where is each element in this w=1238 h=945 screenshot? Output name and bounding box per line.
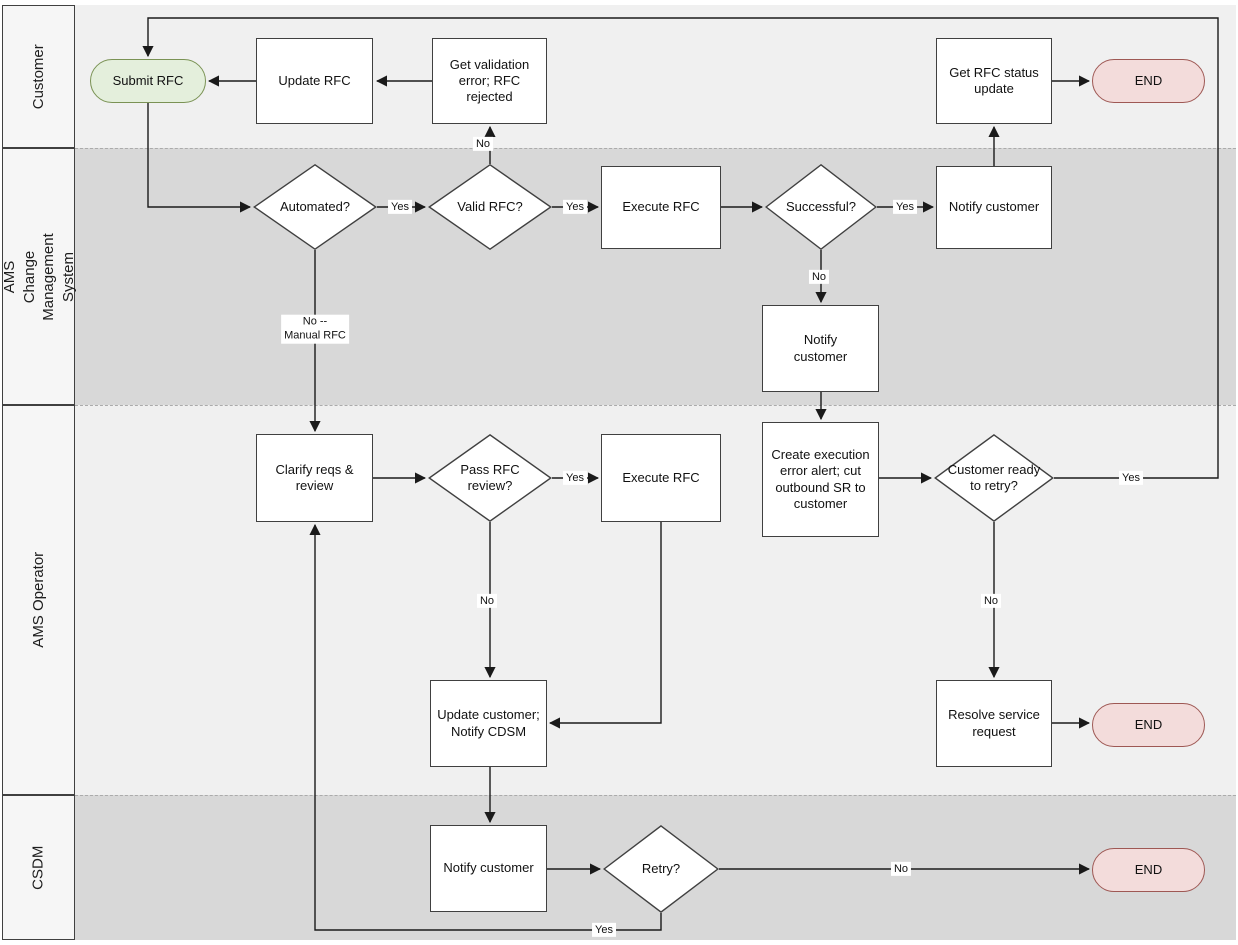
diamond-shape — [428, 164, 552, 250]
lane-header-customer: Customer — [2, 5, 75, 148]
edge-customer-ready-yes-to-submit-rfc — [142, 17, 1219, 479]
diamond-shape — [765, 164, 877, 250]
edge-label-retry-no: No — [890, 861, 912, 877]
node-execute-rfc-manual-label: Execute RFC — [622, 469, 700, 485]
edge-label-successful-no: No — [808, 269, 830, 285]
node-get-validation-error: Get validation error; RFC rejected — [432, 38, 547, 124]
node-end-customer: END — [1092, 59, 1205, 103]
diamond-shape — [934, 434, 1054, 522]
edge-label-automated-no: No -- Manual RFC — [281, 314, 349, 344]
node-end-operator: END — [1092, 703, 1205, 747]
node-automated-label: Automated? — [279, 198, 351, 214]
node-pass-rfc-review: Pass RFC review? — [428, 434, 552, 522]
edge-label-customer-ready-no: No — [980, 593, 1002, 609]
lane-header-csdm: CSDM — [2, 795, 75, 940]
node-successful: Successful? — [765, 164, 877, 250]
node-notify-customer-fail: Notify customer — [762, 305, 879, 392]
diamond-shape — [603, 825, 719, 913]
node-submit-rfc: Submit RFC — [90, 59, 206, 103]
node-execute-rfc-manual: Execute RFC — [601, 434, 721, 522]
edge-label-valid-rfc-yes: Yes — [563, 199, 587, 215]
node-notify-customer-fail-label: Notify customer — [793, 332, 848, 364]
node-update-customer: Update customer; Notify CDSM — [430, 680, 547, 767]
node-execute-rfc-auto-label: Execute RFC — [622, 199, 700, 215]
node-clarify-reqs-label: Clarify reqs & review — [275, 461, 354, 493]
node-notify-customer-success-label: Notify customer — [948, 199, 1040, 215]
node-get-rfc-status: Get RFC status update — [936, 38, 1052, 124]
node-automated: Automated? — [253, 164, 377, 250]
node-execute-rfc-auto: Execute RFC — [601, 166, 721, 249]
node-end-operator-label: END — [1134, 716, 1163, 732]
node-valid-rfc-label: Valid RFC? — [457, 198, 523, 214]
node-customer-ready: Customer ready to retry? — [934, 434, 1054, 522]
node-notify-customer-csdm: Notify customer — [430, 825, 547, 912]
node-notify-customer-success: Notify customer — [936, 166, 1052, 249]
lane-header-ams-cms: AMS Change Management System — [1, 148, 76, 405]
node-customer-ready-label: Customer ready to retry? — [947, 461, 1041, 493]
node-update-customer-label: Update customer; Notify CDSM — [437, 707, 540, 739]
edge-label-successful-yes: Yes — [893, 199, 917, 215]
node-create-exec-error: Create execution error alert; cut outbou… — [762, 422, 879, 537]
edge-label-pass-review-yes: Yes — [563, 470, 587, 486]
node-pass-rfc-review-label: Pass RFC review? — [460, 461, 520, 493]
edge-execute-rfc-to-update-customer — [548, 522, 662, 729]
diamond-shape — [253, 164, 377, 250]
node-resolve-service: Resolve service request — [936, 680, 1052, 767]
node-retry-label: Retry? — [641, 860, 681, 876]
node-end-customer-label: END — [1134, 72, 1163, 88]
node-get-rfc-status-label: Get RFC status update — [949, 64, 1039, 96]
edge-submit-rfc-to-automated — [147, 103, 252, 213]
node-notify-customer-csdm-label: Notify customer — [443, 860, 534, 876]
lane-header-ams-operator: AMS Operator — [2, 405, 75, 795]
node-end-csdm: END — [1092, 848, 1205, 892]
node-get-validation-error-label: Get validation error; RFC rejected — [449, 56, 530, 105]
edge-label-pass-review-no: No — [476, 593, 498, 609]
node-submit-rfc-label: Submit RFC — [112, 72, 184, 88]
edge-label-valid-rfc-no: No — [472, 136, 494, 152]
node-end-csdm-label: END — [1134, 861, 1163, 877]
node-valid-rfc: Valid RFC? — [428, 164, 552, 250]
node-clarify-reqs: Clarify reqs & review — [256, 434, 373, 522]
node-successful-label: Successful? — [785, 198, 857, 214]
node-create-exec-error-label: Create execution error alert; cut outbou… — [771, 447, 870, 511]
node-retry: Retry? — [603, 825, 719, 913]
diamond-shape — [428, 434, 552, 522]
node-update-rfc-label: Update RFC — [278, 72, 351, 88]
edge-label-retry-yes: Yes — [592, 922, 616, 938]
edge-label-automated-yes: Yes — [388, 199, 412, 215]
node-resolve-service-label: Resolve service request — [948, 707, 1040, 739]
edge-label-customer-ready-yes: Yes — [1119, 470, 1143, 486]
edge-retry-yes-to-clarify — [309, 523, 662, 931]
node-update-rfc: Update RFC — [256, 38, 373, 124]
